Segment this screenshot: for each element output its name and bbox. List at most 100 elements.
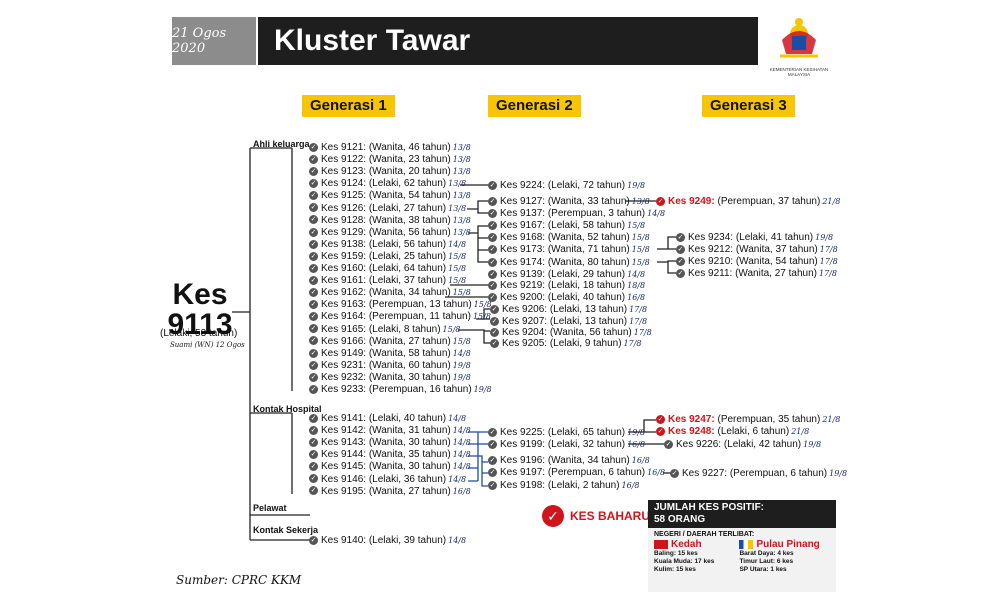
new-case-legend: ✓ KES BAHARU [542, 505, 650, 527]
check-icon: ✓ [309, 203, 318, 213]
case-row: ✓Kes 9174: (Wanita, 80 tahun)15/8 [488, 257, 650, 269]
check-icon: ✓ [309, 167, 318, 177]
case-number: Kes 9129: [321, 226, 367, 238]
case-info: (Wanita, 30 tahun) [368, 461, 451, 473]
case-info: (Wanita, 20 tahun) [368, 166, 451, 178]
case-number: Kes 9231: [321, 359, 367, 371]
case-date: 14/8 [448, 474, 467, 484]
case-info: (Lelaki, 13 tahun) [549, 304, 628, 315]
case-number: Kes 9224: [500, 180, 546, 191]
case-date: 16/8 [631, 456, 650, 465]
check-icon: ✓ [309, 450, 318, 460]
check-icon: ✓ [488, 220, 497, 230]
check-icon: ✓ [309, 336, 318, 346]
case-date: 14/8 [448, 239, 467, 249]
case-date: 14/8 [448, 536, 467, 545]
check-icon: ✓ [488, 196, 497, 206]
check-icon: ✓ [309, 462, 318, 472]
case-date: 19/8 [815, 233, 834, 242]
case-number: Kes 9204: [502, 327, 548, 338]
case-info: (Wanita, 71 tahun) [547, 244, 630, 255]
case-number: Kes 9146: [321, 473, 367, 485]
case-info: (Wanita, 23 tahun) [368, 154, 451, 166]
case-date: 17/8 [819, 245, 838, 254]
case-info: (Wanita, 30 tahun) [368, 437, 451, 449]
check-icon: ✓ [488, 455, 497, 465]
logo-caption: KEMENTERIAN KESIHATAN MALAYSIA [769, 67, 829, 77]
district-line: Timur Laut: 6 kes [739, 558, 794, 565]
case-row: ✓Kes 9248: (Lelaki, 6 tahun)21/8 [656, 426, 809, 438]
case-number: Kes 9174: [500, 257, 546, 268]
case-number: Kes 9162: [321, 287, 367, 299]
case-row: ✓Kes 9207: (Lelaki, 13 tahun)17/8 [490, 316, 647, 328]
case-row: ✓Kes 9227: (Perempuan, 6 tahun)19/8 [670, 468, 847, 480]
case-row: ✓Kes 9164: (Perempuan, 11 tahun)15/8 [309, 311, 491, 323]
case-date: 13/8 [448, 203, 467, 213]
case-row: ✓Kes 9204: (Wanita, 56 tahun)17/8 [490, 327, 652, 339]
case-row: ✓Kes 9232: (Wanita, 30 tahun)19/8 [309, 372, 471, 384]
case-date: 13/8 [452, 167, 471, 177]
check-icon: ✓ [490, 327, 499, 337]
case-row: ✓Kes 9125: (Wanita, 54 tahun)13/8 [309, 190, 471, 202]
check-icon: ✓ [490, 338, 499, 348]
case-number: Kes 9166: [321, 335, 367, 347]
case-info: (Wanita, 38 tahun) [368, 214, 451, 226]
case-row: ✓Kes 9205: (Lelaki, 9 tahun)17/8 [490, 338, 642, 350]
case-date: 19/8 [627, 428, 646, 437]
case-row: ✓Kes 9206: (Lelaki, 13 tahun)17/8 [490, 304, 647, 316]
case-number: Kes 9200: [500, 292, 546, 303]
case-date: 15/8 [448, 264, 467, 273]
check-icon: ✓ [488, 439, 497, 449]
case-number: Kes 9144: [321, 449, 367, 461]
case-row: ✓Kes 9140: (Lelaki, 39 tahun)14/8 [309, 535, 466, 547]
check-icon: ✓ [488, 257, 497, 267]
case-number: Kes 9164: [321, 311, 367, 323]
case-number: Kes 9234: [688, 232, 734, 243]
district-line: Baling: 15 kes [654, 550, 698, 557]
page-title: Kluster Tawar [258, 17, 758, 65]
case-info: (Wanita, 31 tahun) [368, 425, 451, 437]
case-info: (Wanita, 56 tahun) [549, 327, 632, 338]
check-icon: ✓ [488, 269, 497, 279]
district-line: Kulim: 15 kes [654, 566, 696, 573]
case-number: Kes 9207: [502, 316, 548, 327]
case-row: ✓Kes 9212: (Wanita, 37 tahun)17/8 [676, 244, 838, 256]
check-icon: ✓ [676, 268, 685, 278]
group-label-hospital: Kontak Hospital [253, 404, 322, 414]
case-date: 15/8 [442, 324, 461, 334]
case-row: ✓Kes 9210: (Wanita, 54 tahun)17/8 [676, 256, 838, 268]
case-row: ✓Kes 9146: (Lelaki, 36 tahun)14/8 [309, 474, 466, 486]
states-row: Kedah Baling: 15 kes Kuala Muda: 17 kes … [648, 539, 836, 574]
case-date: 13/8 [452, 227, 471, 237]
case-date: 16/8 [627, 293, 646, 302]
case-date: 17/8 [818, 269, 837, 278]
summary-box: JUMLAH KES POSITIF: 58 ORANG NEGERI / DA… [648, 500, 836, 592]
root-case: Kes 9113 [165, 280, 235, 340]
check-icon: ✓ [309, 348, 318, 358]
case-row: ✓Kes 9149: (Wanita, 58 tahun)14/8 [309, 348, 471, 360]
check-icon: ✓ [309, 384, 318, 394]
case-date: 17/8 [623, 339, 642, 348]
case-info: (Lelaki, 37 tahun) [368, 275, 447, 287]
case-info: (Perempuan, 3 tahun) [547, 208, 646, 219]
case-number: Kes 9137: [500, 208, 546, 219]
group-label-visitor: Pelawat [253, 503, 287, 513]
check-icon: ✓ [488, 208, 497, 218]
case-number: Kes 9227: [682, 468, 728, 479]
check-icon: ✓ [309, 474, 318, 484]
case-info: (Wanita, 54 tahun) [368, 190, 451, 202]
case-info: (Perempuan, 6 tahun) [547, 467, 646, 478]
generation-2-header: Generasi 2 [488, 95, 581, 117]
case-row: ✓Kes 9165: (Lelaki, 8 tahun)15/8 [309, 324, 461, 336]
case-info: (Lelaki, 41 tahun) [735, 232, 814, 243]
case-info: (Wanita, 27 tahun) [368, 335, 451, 347]
new-case-check-icon: ✓ [656, 196, 665, 206]
case-row: ✓Kes 9247: (Perempuan, 35 tahun)21/8 [656, 414, 840, 426]
new-case-check-icon: ✓ [656, 426, 665, 436]
case-row: ✓Kes 9233: (Perempuan, 16 tahun)19/8 [309, 384, 492, 396]
case-info: (Wanita, 27 tahun) [735, 268, 817, 279]
case-number: Kes 9165: [321, 323, 367, 335]
case-info: (Lelaki, 62 tahun) [368, 178, 447, 190]
case-number: Kes 9126: [321, 202, 367, 214]
check-icon: ✓ [488, 232, 497, 242]
